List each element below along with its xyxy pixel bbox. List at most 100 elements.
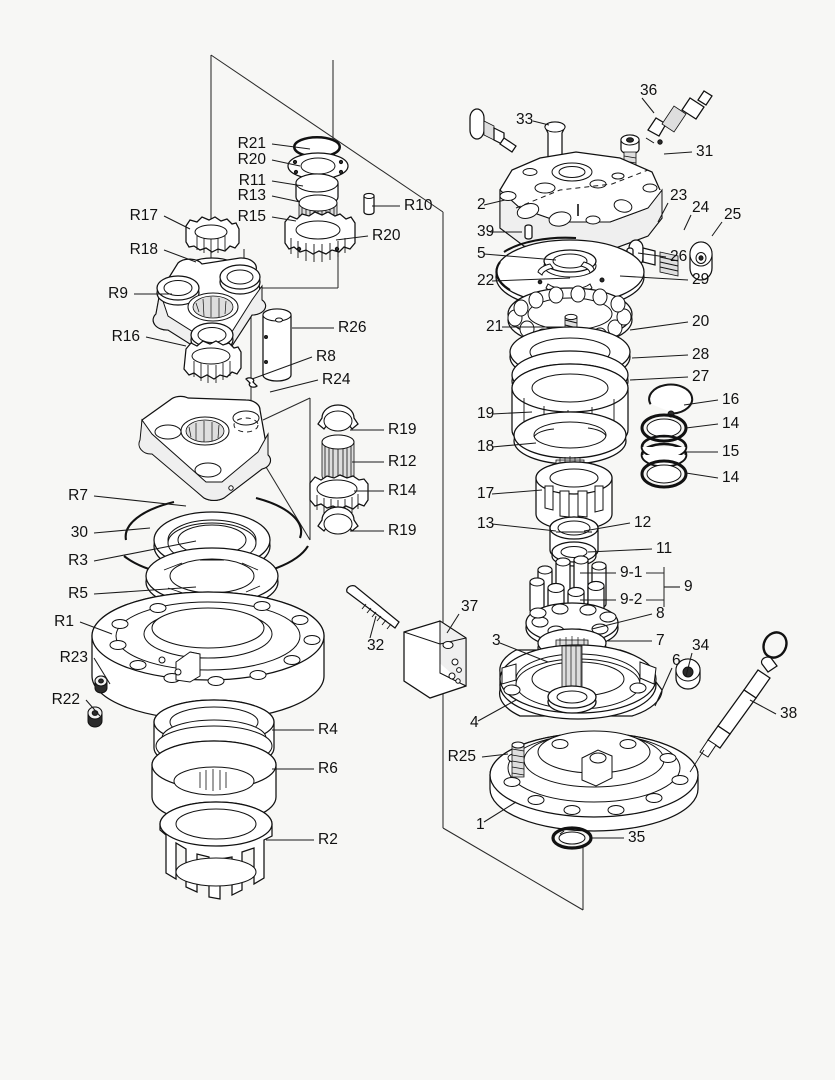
leader-n29 [619, 275, 689, 281]
part-label-R15: R15 [238, 208, 266, 225]
part-label-n37: 37 [461, 598, 478, 615]
leader-n22 [491, 277, 571, 282]
leader-R21 [271, 143, 311, 150]
part-label-n29: 29 [692, 271, 709, 288]
fitting-left [469, 108, 517, 153]
part-label-R20a: R20 [238, 151, 267, 168]
leader-R11 [271, 180, 304, 187]
stud-R25 [511, 741, 525, 778]
leader-R17 [163, 215, 191, 230]
leader-R24 [269, 379, 319, 393]
leader-R3 [93, 540, 197, 562]
leader-n11 [587, 548, 653, 553]
leader-n19 [491, 411, 533, 415]
part-label-n6: 6 [672, 652, 681, 669]
part-label-n20: 20 [692, 313, 710, 330]
part-label-n12: 12 [634, 514, 651, 531]
planet-gear-assembly-upper [284, 136, 375, 262]
leader-R8 [251, 356, 313, 380]
plug-R22 [87, 706, 103, 728]
part-label-n7: 7 [656, 632, 665, 649]
part-label-R18: R18 [130, 241, 158, 258]
part-label-n26: 26 [670, 248, 687, 265]
part-label-n27: 27 [692, 368, 709, 385]
part-label-R2: R2 [318, 831, 338, 848]
leader-n17 [491, 489, 543, 495]
part-label-n17: 17 [477, 485, 494, 502]
part-label-R17: R17 [130, 207, 158, 224]
part-label-R11: R11 [239, 172, 266, 189]
part-label-R23: R23 [60, 649, 88, 666]
leader-n13 [491, 523, 557, 532]
part-label-n22: 22 [477, 272, 494, 289]
leader-n12 [583, 522, 631, 532]
leader-R15 [271, 216, 297, 222]
leader-n32 [369, 615, 377, 639]
leader-R18 [163, 249, 197, 263]
part-label-n19: 19 [477, 405, 494, 422]
leader-R22 [85, 699, 101, 717]
dipstick-38 [689, 631, 788, 773]
leader-n31 [663, 151, 693, 155]
planet-carrier-assembly [152, 216, 267, 383]
part-label-n36: 36 [640, 82, 657, 99]
fitting-36 [645, 90, 713, 145]
leader-n1 [483, 801, 517, 823]
part-label-n33: 33 [516, 111, 533, 128]
part-label-R8: R8 [316, 348, 336, 365]
part-label-R9: R9 [108, 285, 128, 302]
part-label-R21: R21 [238, 135, 266, 152]
part-label-n21: 21 [486, 318, 503, 335]
part-label-R26: R26 [338, 319, 366, 336]
part-label-n30: 30 [71, 524, 89, 541]
part-label-R22: R22 [52, 691, 80, 708]
leader-R7 [93, 495, 187, 507]
leader-n14a [685, 423, 719, 429]
part-label-n16: 16 [722, 391, 739, 408]
part-label-R25: R25 [448, 748, 476, 765]
gear-R17 [185, 216, 240, 254]
leader-n4 [477, 699, 517, 722]
leader-R16 [145, 336, 187, 347]
part-label-n18: 18 [477, 438, 494, 455]
cylinder-block-stack [507, 285, 633, 531]
leader-n3 [499, 642, 549, 663]
valve-block-and-bolt [346, 585, 467, 699]
leader-R25 [481, 753, 509, 758]
leader-n5 [483, 253, 557, 261]
part-label-n14b: 14 [722, 469, 740, 486]
part-label-n32: 32 [367, 637, 384, 654]
leader-n2 [483, 199, 506, 206]
part-label-n31: 31 [696, 143, 713, 160]
leader-lines [79, 97, 777, 841]
part-label-n2: 2 [477, 196, 486, 213]
valve-casing-2 [499, 151, 713, 281]
part-label-R19a: R19 [388, 421, 416, 438]
part-label-n9: 9 [684, 578, 693, 595]
leader-R23 [93, 657, 111, 685]
part-label-R14: R14 [388, 482, 417, 499]
part-label-n91: 9-1 [620, 564, 642, 581]
leader-R20a [271, 159, 301, 167]
part-label-R4: R4 [318, 721, 338, 738]
part-label-n24: 24 [692, 199, 710, 216]
part-label-n4: 4 [470, 714, 479, 731]
leader-n18 [491, 442, 537, 448]
leader-R5 [93, 586, 197, 595]
swing-bearing-and-housing [87, 496, 325, 728]
snap-ring-set [640, 383, 694, 489]
part-label-n23: 23 [670, 187, 687, 204]
part-label-n14a: 14 [722, 415, 740, 432]
part-label-n11: 11 [656, 540, 672, 557]
leader-n33 [532, 120, 550, 126]
plug-R23 [94, 675, 108, 694]
gear-R16 [183, 340, 242, 383]
leader-n20 [629, 321, 689, 331]
leader-R13 [271, 195, 301, 203]
part-label-R6: R6 [318, 760, 338, 777]
gear-R14 [309, 474, 369, 518]
shaft-gear-stack [309, 404, 369, 535]
main-casing-1 [489, 730, 699, 850]
leader-n25 [711, 221, 723, 237]
part-label-R3: R3 [68, 552, 88, 569]
